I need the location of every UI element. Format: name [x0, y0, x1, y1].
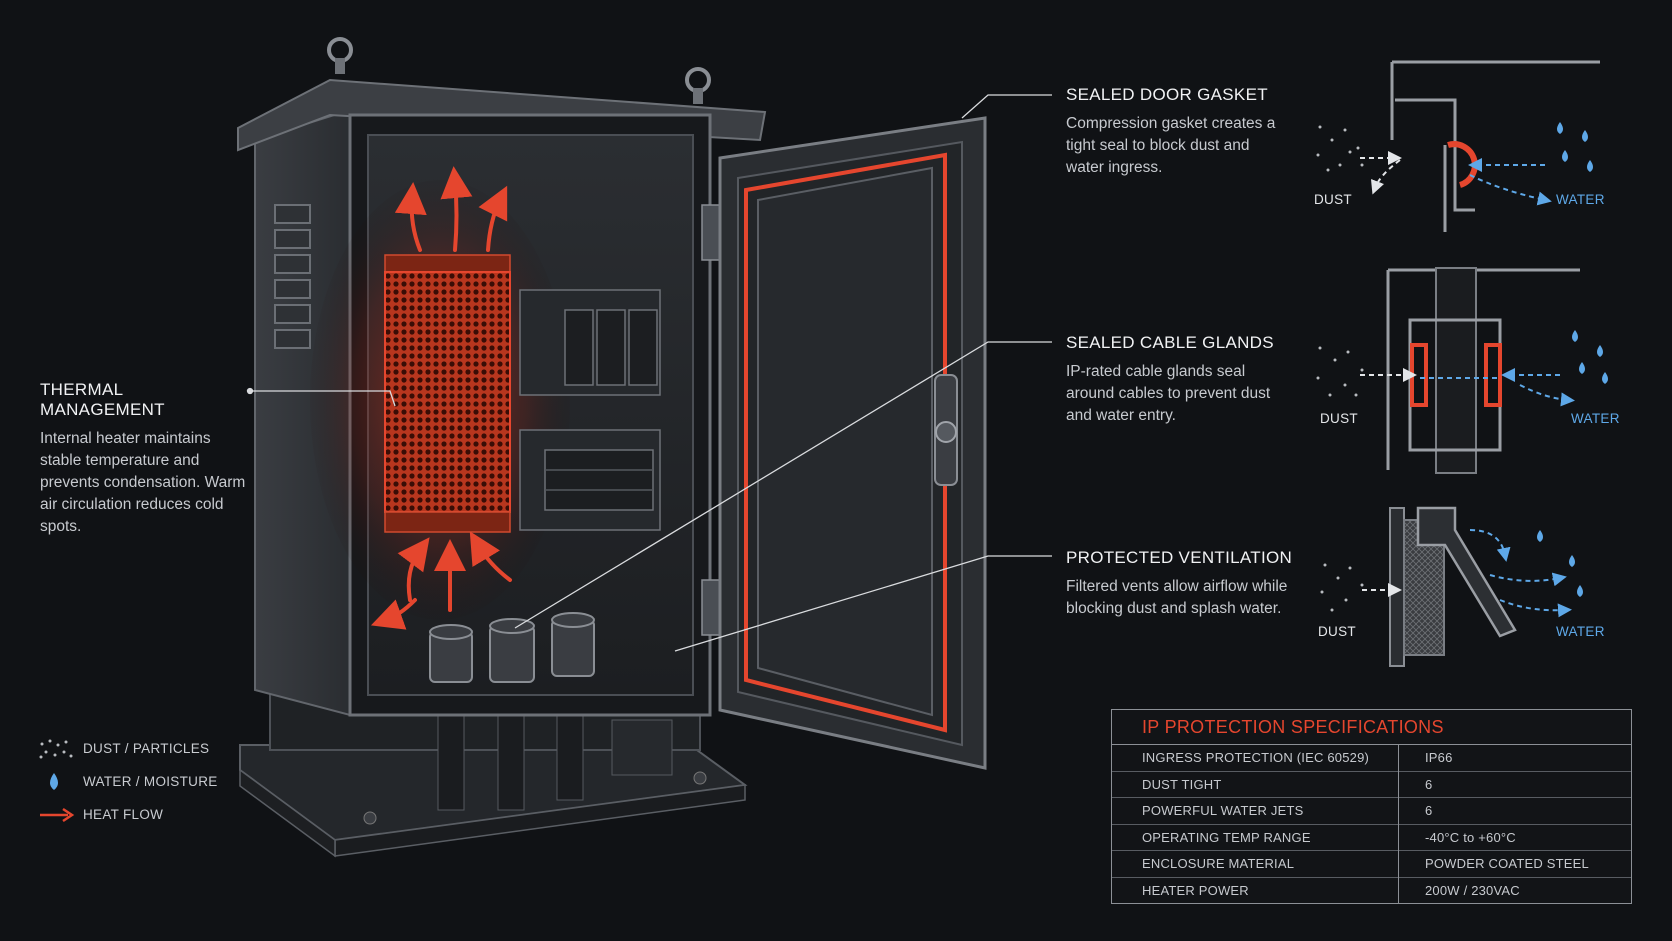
detail-cable-gland: DUST WATER — [1316, 267, 1620, 474]
legend: DUST / PARTICLES WATER / MOISTURE HEAT F… — [38, 732, 218, 831]
table-row: OPERATING TEMP RANGE -40°C to +60°C — [1112, 823, 1631, 851]
water-drops-gasket — [1557, 122, 1593, 172]
callout-text: IP-rated cable glands seal around cables… — [1066, 363, 1271, 424]
table-row: POWERFUL WATER JETS 6 — [1112, 797, 1631, 824]
enclosure-door — [718, 116, 987, 770]
table-row: ENCLOSURE MATERIAL POWDER COATED STEEL — [1112, 850, 1631, 877]
spec-label: DUST TIGHT — [1112, 770, 1399, 798]
callout-thermal-management: THERMAL MANAGEMENT Internal heater maint… — [40, 380, 250, 538]
callout-title: THERMAL MANAGEMENT — [40, 380, 165, 419]
ip-protection-spec-table: IP PROTECTION SPECIFICATIONS INGRESS PRO… — [1111, 709, 1632, 904]
callout-text: Compression gasket creates a tight seal … — [1066, 115, 1276, 176]
callout-text: Internal heater maintains stable tempera… — [40, 430, 246, 535]
legend-item-heat: HEAT FLOW — [38, 798, 218, 831]
callout-sealed-cable-glands: SEALED CABLE GLANDS IP-rated cable gland… — [1066, 333, 1291, 427]
leader-lines — [246, 94, 1052, 652]
water-label-gland: WATER — [1571, 411, 1620, 426]
spec-value: POWDER COATED STEEL — [1398, 850, 1631, 877]
heat-arrow-icon — [40, 807, 75, 822]
circuit-breakers — [519, 289, 661, 531]
legend-item-dust: DUST / PARTICLES — [38, 732, 218, 765]
callout-sealed-door-gasket: SEALED DOOR GASKET Compression gasket cr… — [1066, 85, 1291, 179]
spec-label: OPERATING TEMP RANGE — [1112, 823, 1399, 851]
enclosure-side-panel — [254, 108, 351, 717]
spec-label: HEATER POWER — [1112, 876, 1399, 903]
heat-flow-arrows — [370, 166, 512, 630]
dust-label-gland: DUST — [1320, 411, 1358, 426]
legend-label: HEAT FLOW — [83, 807, 164, 822]
dust-particles-icon — [39, 739, 73, 758]
callout-title: SEALED CABLE GLANDS — [1066, 333, 1274, 352]
water-label-gasket: WATER — [1556, 192, 1605, 207]
spec-label: POWERFUL WATER JETS — [1112, 797, 1399, 824]
legend-item-water: WATER / MOISTURE — [38, 765, 218, 798]
callout-text: Filtered vents allow airflow while block… — [1066, 578, 1288, 617]
callout-title: PROTECTED VENTILATION — [1066, 548, 1293, 567]
spec-value: 6 — [1398, 770, 1631, 798]
legend-label: DUST / PARTICLES — [83, 741, 210, 756]
spec-value: 6 — [1398, 797, 1631, 824]
detail-door-gasket: DUST WATER — [1314, 60, 1605, 232]
dust-label-vent: DUST — [1318, 624, 1356, 639]
callout-protected-ventilation: PROTECTED VENTILATION Filtered vents all… — [1066, 548, 1296, 620]
dust-label-gasket: DUST — [1314, 192, 1352, 207]
spec-value: -40°C to +60°C — [1398, 823, 1631, 851]
dust-particles-gasket — [1316, 125, 1364, 172]
table-row: INGRESS PROTECTION (IEC 60529) IP66 — [1112, 745, 1631, 771]
spec-label: INGRESS PROTECTION (IEC 60529) — [1142, 750, 1370, 766]
conduit-pipes — [437, 699, 673, 811]
table-row: DUST TIGHT 6 — [1112, 770, 1631, 798]
cable-glands — [429, 612, 595, 683]
spec-title: IP PROTECTION SPECIFICATIONS — [1112, 710, 1631, 745]
water-drop-icon — [50, 772, 58, 790]
legend-label: WATER / MOISTURE — [83, 774, 218, 789]
heater-unit — [384, 254, 511, 533]
water-label-vent: WATER — [1556, 624, 1605, 639]
detail-ventilation: DUST WATER — [1318, 506, 1605, 667]
callout-title: SEALED DOOR GASKET — [1066, 85, 1268, 104]
spec-value: IP66 — [1398, 745, 1631, 771]
spec-label: ENCLOSURE MATERIAL — [1112, 850, 1399, 877]
spec-rows: INGRESS PROTECTION (IEC 60529) IP66 DUST… — [1112, 745, 1631, 903]
spec-value: 200W / 230VAC — [1398, 876, 1631, 903]
table-row: HEATER POWER 200W / 230VAC — [1112, 876, 1631, 903]
